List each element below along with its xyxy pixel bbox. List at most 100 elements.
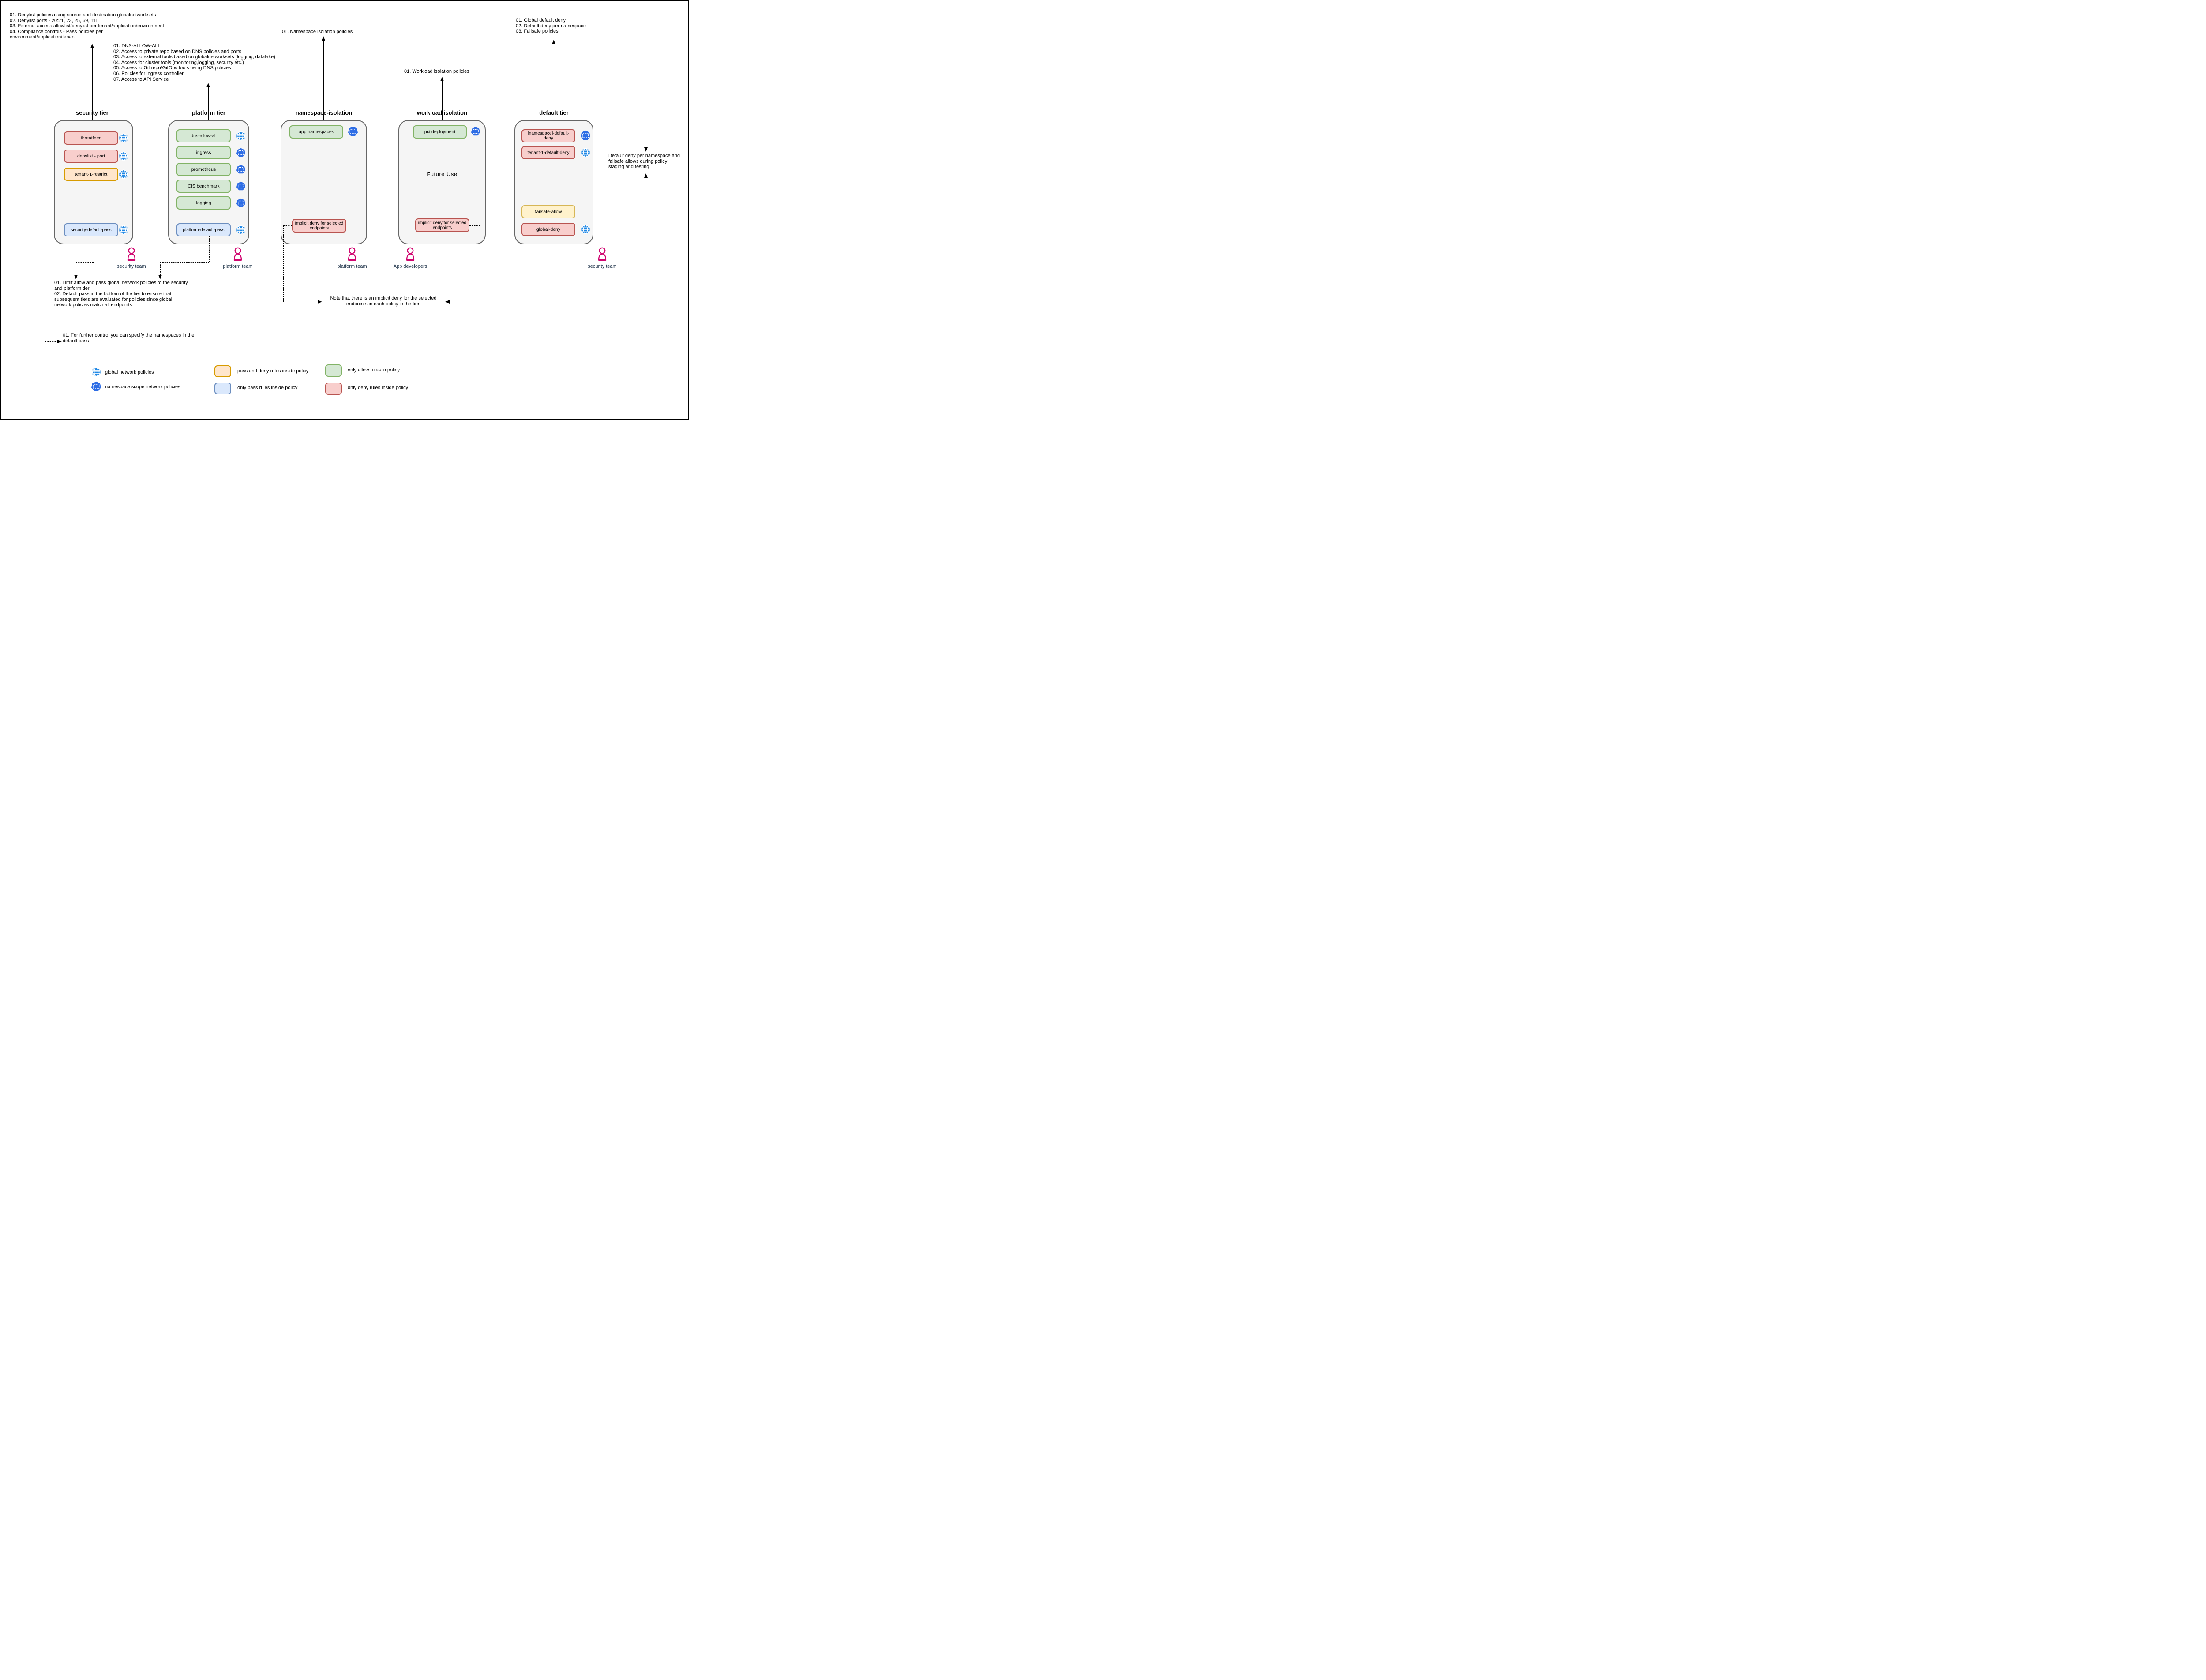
namespace-icon	[236, 198, 246, 208]
policy-pill-ingress: ingress	[176, 146, 231, 159]
globe-icon	[119, 133, 128, 143]
note-line: 05. Access to Git repo/GitOps tools usin…	[113, 65, 231, 71]
globe-icon	[581, 225, 590, 234]
globe-icon	[119, 169, 128, 179]
note-line: 06. Policies for ingress controller	[113, 71, 184, 76]
note-line: Note that there is an implicit deny for …	[330, 296, 437, 301]
namespace-icon	[348, 126, 358, 137]
policy-pill-failsafe-allow: failsafe-allow	[521, 205, 575, 218]
workload-isolation-note: 01. Workload isolation policies	[404, 69, 469, 74]
note-line: 02. Default deny per namespace	[516, 23, 586, 29]
team-label-security-1: security team	[117, 264, 146, 269]
team-label-platform-1: platform team	[223, 264, 253, 269]
namespace-icon	[580, 130, 591, 141]
note-line: staging and testing	[608, 164, 649, 170]
implicit-deny-note: Note that there is an implicit deny for …	[322, 296, 445, 307]
legend-label-pass-deny: pass and deny rules inside policy	[237, 368, 309, 374]
arrow-left-head	[445, 300, 450, 304]
arrow-down-head	[74, 275, 78, 279]
arrow-line-namespace	[323, 40, 324, 120]
legend-label-global: global network policies	[105, 370, 154, 375]
note-line: 07. Access to API Service	[113, 76, 169, 82]
arrow-up-namespace	[321, 36, 325, 41]
policy-pill-tenant-1-restrict: tenant-1-restrict	[64, 168, 118, 181]
policy-pill-dns-allow-all: dns-allow-all	[176, 129, 231, 142]
legend-label-only-deny: only deny rules inside policy	[348, 385, 408, 390]
policy-pill-tenant-1-default-deny: tenant-1-default-deny	[521, 146, 575, 159]
note-line: endpoints in each policy in the tier.	[346, 301, 421, 307]
dashed-line	[283, 225, 292, 226]
globe-icon	[236, 225, 246, 235]
note-line: 01. DNS-ALLOW-ALL	[113, 43, 161, 49]
tier-title-workload: workload isolation	[416, 109, 468, 116]
note-line: 01. Global default deny	[516, 18, 566, 23]
dashed-line	[209, 236, 210, 262]
arrow-up-workload	[440, 77, 444, 81]
platform-tier-notes: 01. DNS-ALLOW-ALL 02. Access to private …	[113, 43, 275, 82]
policy-pill-security-default-pass: security-default-pass	[64, 223, 118, 236]
namespace-isolation-note: 01. Namespace isolation policies	[282, 29, 353, 34]
policy-pill-implicit-deny-workload: implicit deny for selected endpoints	[415, 218, 469, 232]
security-tier-notes: 01. Denylist policies using source and d…	[10, 12, 164, 40]
legend-swatch-blue	[214, 382, 231, 394]
policy-pill-threatfeed: threatfeed	[64, 131, 118, 145]
note-line: 03. Access to external tools based on gl…	[113, 54, 275, 60]
note-line: 04. Access for cluster tools (monitoring…	[113, 60, 244, 65]
note-line: 01. Limit allow and pass global network …	[54, 280, 188, 285]
policy-pill-platform-default-pass: platform-default-pass	[176, 223, 231, 236]
staging-note: Default deny per namespace and failsafe …	[608, 153, 680, 170]
person-icon	[596, 247, 609, 262]
note-line: 03. External access allowlist/denylist p…	[10, 23, 164, 29]
policy-pill-pci-deployment: pci deployment	[413, 125, 467, 139]
arrow-up-head	[644, 173, 648, 178]
note-line: 02. Denylist ports - 20:21, 23, 25, 69, …	[10, 18, 98, 23]
policy-pill-prometheus: prometheus	[176, 163, 231, 176]
note-line: 02. Access to private repo based on DNS …	[113, 49, 241, 54]
dashed-line	[283, 225, 284, 302]
policy-pill-cis-benchmark: CIS benchmark	[176, 180, 231, 193]
legend-swatch-red	[325, 382, 342, 395]
legend-label-only-pass: only pass rules inside policy	[237, 385, 298, 390]
namespace-icon	[471, 127, 480, 136]
tier-title-default: default tier	[539, 109, 569, 116]
dashed-line	[45, 341, 58, 342]
person-icon	[231, 247, 244, 262]
dashed-line	[469, 225, 480, 226]
team-label-app-developers: App developers	[393, 264, 428, 269]
network-policy-tier-diagram: 01. Denylist policies using source and d…	[0, 0, 689, 420]
note-line: environment/application/tenant	[10, 34, 76, 40]
policy-pill-implicit-deny-namespace: implicit deny for selected endpoints	[292, 219, 346, 232]
note-line: and platform tier	[54, 285, 90, 291]
namespace-icon	[236, 165, 246, 174]
team-label-platform-2: platform team	[337, 264, 367, 269]
arrow-up-default	[552, 40, 555, 44]
legend-label-namespace: namespace scope network policies	[105, 384, 180, 390]
arrow-down-head	[644, 147, 648, 152]
legend-label-only-allow: only allow rules in policy	[348, 368, 400, 373]
policy-pill-namespace-default-deny: [namespace]-default-deny	[521, 129, 575, 142]
dashed-line	[160, 262, 161, 275]
person-icon	[404, 247, 417, 262]
note-line: 01. For further control you can specify …	[63, 333, 195, 338]
tier-title-namespace: namespace-isolation	[295, 109, 353, 116]
policy-pill-logging: logging	[176, 196, 231, 210]
future-use-label: Future Use	[427, 171, 458, 177]
arrow-up-platform	[206, 83, 210, 87]
legend-swatch-orange	[214, 365, 231, 377]
arrow-line-platform	[208, 87, 209, 120]
note-line: subsequent tiers are evaluated for polic…	[54, 296, 173, 302]
policy-pill-global-deny: global-deny	[521, 223, 575, 236]
arrow-down-head	[158, 275, 162, 279]
namespace-icon	[236, 148, 246, 158]
arrow-right-head	[57, 339, 62, 343]
note-line: 01. Denylist policies using source and d…	[10, 12, 156, 18]
limit-allow-note: 01. Limit allow and pass global network …	[54, 280, 188, 308]
note-line: 04. Compliance controls - Pass policies …	[10, 29, 103, 34]
default-tier-notes: 01. Global default deny 02. Default deny…	[516, 18, 586, 34]
globe-icon	[91, 367, 101, 377]
globe-icon	[119, 225, 128, 235]
arrow-right-head	[318, 300, 322, 304]
arrow-line-security	[92, 48, 93, 120]
team-label-security-2: security team	[588, 264, 617, 269]
arrow-line-workload	[442, 81, 443, 120]
